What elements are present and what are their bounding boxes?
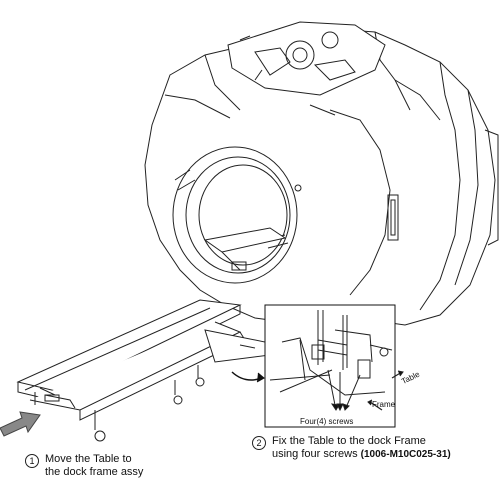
inset-detail [264,304,404,428]
step-2-text: Fix the Table to the dock Frame using fo… [272,435,451,461]
push-arrow-icon [0,411,41,437]
step-2-line-2: using four screws [272,448,361,460]
step-1-text: Move the Table to the dock frame assy [45,453,143,479]
gantry-top-panel [227,21,386,96]
step-2-line-1: Fix the Table to the dock Frame [272,435,426,447]
inset-label-screws: Four(4) screws [300,417,354,426]
gantry-bore [172,146,399,284]
screw-part-number: (1006-M10C025-31) [360,449,451,460]
inset-label-frame: Frame [372,400,396,409]
step-1-number-badge: 1 [25,454,39,468]
step-1-line-2: the dock frame assy [45,466,144,478]
gantry-cradle [203,227,287,271]
patient-table [16,299,271,442]
step-1-line-1: Move the Table to [45,453,132,465]
step-2-number-badge: 2 [252,436,266,450]
